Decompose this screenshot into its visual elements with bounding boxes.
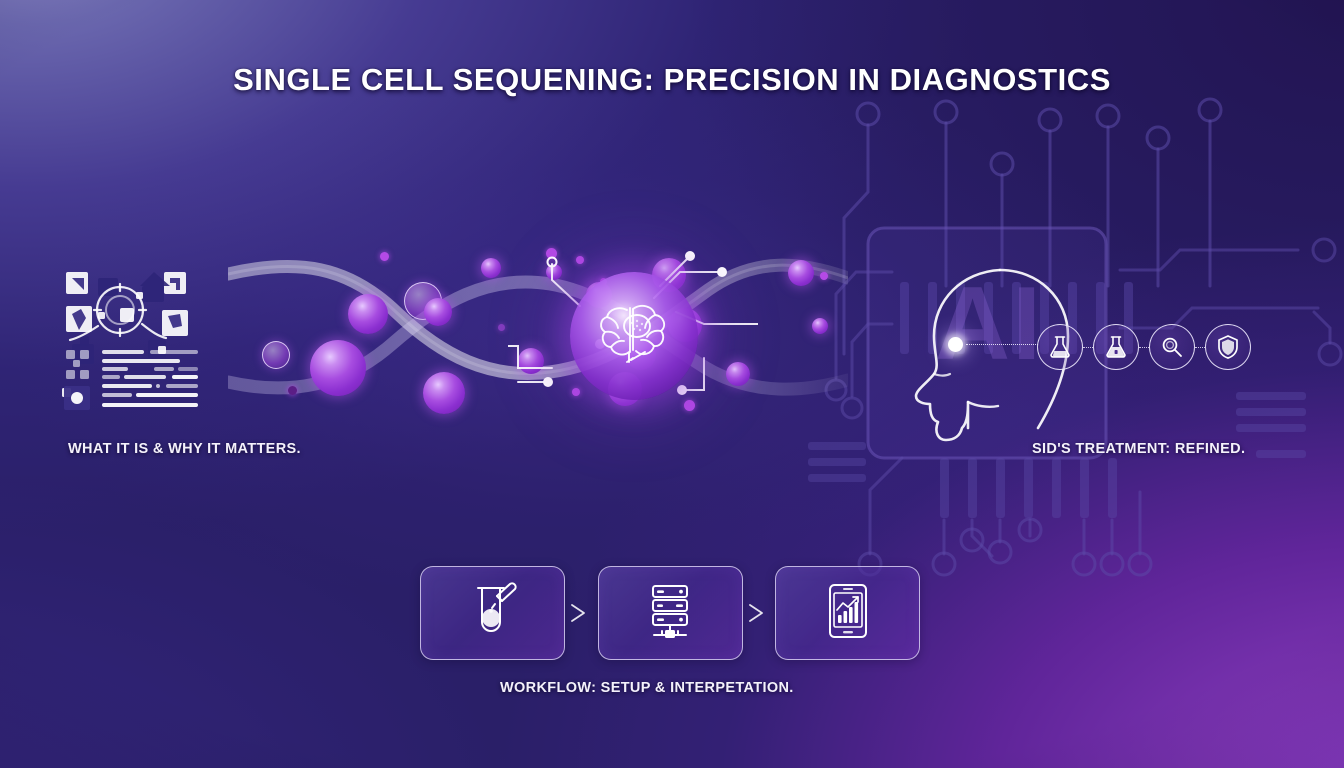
cell-sphere <box>546 264 562 280</box>
shield-icon[interactable] <box>1205 324 1251 370</box>
cell-sphere <box>726 362 750 386</box>
caption-left: WHAT IT IS & WHY IT MATTERS. <box>68 441 301 457</box>
magnifier-icon[interactable] <box>1149 324 1195 370</box>
sequencing-data-step[interactable] <box>597 566 743 660</box>
cell-sphere <box>348 294 388 334</box>
cell-sphere <box>788 260 814 286</box>
flask-icon[interactable] <box>1037 324 1083 370</box>
cell-sphere <box>423 372 465 414</box>
chip-connector <box>1083 346 1093 348</box>
analysis-report-step[interactable] <box>775 566 920 660</box>
data-analysis-cluster-icon <box>58 262 208 414</box>
treatment-chip-row <box>1037 324 1251 370</box>
workflow-steps <box>420 562 920 664</box>
cell-sphere <box>310 340 366 396</box>
cell-sphere <box>481 258 501 278</box>
test-tube-pipette-icon <box>466 581 520 645</box>
brain-icon <box>597 300 673 371</box>
caption-bottom: WORKFLOW: SETUP & INTERPETATION. <box>500 680 794 696</box>
flask-filled-icon[interactable] <box>1093 324 1139 370</box>
tablet-chart-icon <box>824 582 872 645</box>
chip-connector <box>1195 346 1205 348</box>
server-rack-icon <box>642 582 698 645</box>
chip-connector <box>1139 346 1149 348</box>
sample-prep-step[interactable] <box>420 566 565 660</box>
head-to-chips-connector <box>966 344 1038 345</box>
workflow-arrow-2 <box>743 601 776 625</box>
page-title: SINGLE CELL SEQUENING: PRECISION IN DIAG… <box>233 62 1111 97</box>
cell-sphere <box>518 348 544 374</box>
cell-sphere-outline <box>262 341 290 369</box>
cell-sphere <box>812 318 828 334</box>
caption-right: SID'S TREATMENT: REFINED. <box>1032 441 1246 457</box>
cell-sphere <box>424 298 452 326</box>
dna-double-helix-icon <box>221 240 855 425</box>
neural-glow-dot <box>948 337 963 352</box>
workflow-arrow-1 <box>565 601 598 625</box>
